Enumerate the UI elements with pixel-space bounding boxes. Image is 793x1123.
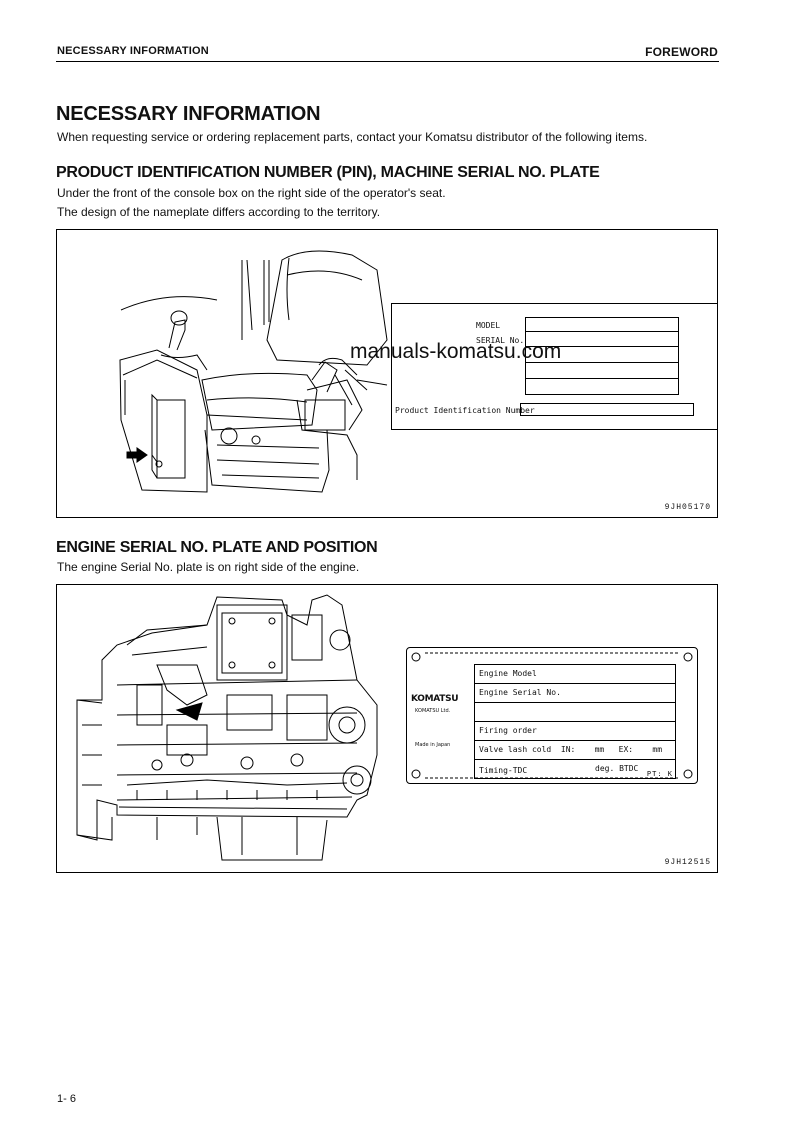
figure-machine-plate: MODEL SERIAL No. Product Identification …	[56, 229, 718, 518]
plate-pin-label: Product Identification Number	[395, 406, 535, 415]
section1-heading: PRODUCT IDENTIFICATION NUMBER (PIN), MAC…	[56, 164, 600, 181]
cab-illustration	[119, 250, 388, 493]
plate-pin-box	[520, 403, 694, 416]
section1-line2: The design of the nameplate differs acco…	[57, 205, 381, 219]
engine-serial-plate: KOMATSU KOMATSU Ltd. Made in Japan Engin…	[406, 647, 698, 784]
plate-pt-code: PT: K	[646, 770, 673, 778]
engine-blank-row	[475, 703, 675, 722]
komatsu-logo: KOMATSU	[411, 694, 459, 704]
page-number: 1- 6	[57, 1093, 76, 1105]
figure1-id: 9JH05170	[664, 503, 711, 512]
plate-made-in: Made in Japan	[415, 742, 451, 748]
figure-engine-plate: KOMATSU KOMATSU Ltd. Made in Japan Engin…	[56, 584, 718, 873]
engine-illustration	[76, 594, 378, 861]
watermark: manuals-komatsu.com	[350, 340, 562, 363]
section1-line1: Under the front of the console box on th…	[57, 186, 446, 200]
figure2-id: 9JH12515	[664, 858, 711, 867]
section2-heading: ENGINE SERIAL NO. PLATE AND POSITION	[56, 539, 378, 556]
plate-value-boxes	[525, 317, 679, 395]
header-rule	[56, 61, 719, 62]
valve-lash-row: Valve lash cold IN: mm EX: mm	[475, 741, 675, 760]
timing-label: Timing-TDC	[479, 766, 528, 775]
timing-unit: deg. BTDC	[595, 764, 639, 773]
engine-model-row: Engine Model	[475, 665, 675, 684]
running-header-left: NECESSARY INFORMATION	[57, 45, 209, 57]
page-title: NECESSARY INFORMATION	[56, 103, 321, 125]
timing-row: Timing-TDC deg. BTDC	[475, 760, 675, 778]
machine-serial-plate: MODEL SERIAL No. Product Identification …	[391, 303, 717, 430]
plate-model-label: MODEL	[476, 321, 501, 330]
plate-serial-label: SERIAL No.	[476, 336, 525, 345]
intro-text: When requesting service or ordering repl…	[57, 130, 648, 144]
engine-serial-row: Engine Serial No.	[475, 684, 675, 703]
running-header-right: FOREWORD	[645, 45, 718, 59]
firing-order-row: Firing order	[475, 722, 675, 741]
section2-line1: The engine Serial No. plate is on right …	[57, 560, 360, 574]
plate-company: KOMATSU Ltd.	[415, 708, 451, 714]
engine-plate-table: Engine Model Engine Serial No. Firing or…	[474, 664, 676, 779]
